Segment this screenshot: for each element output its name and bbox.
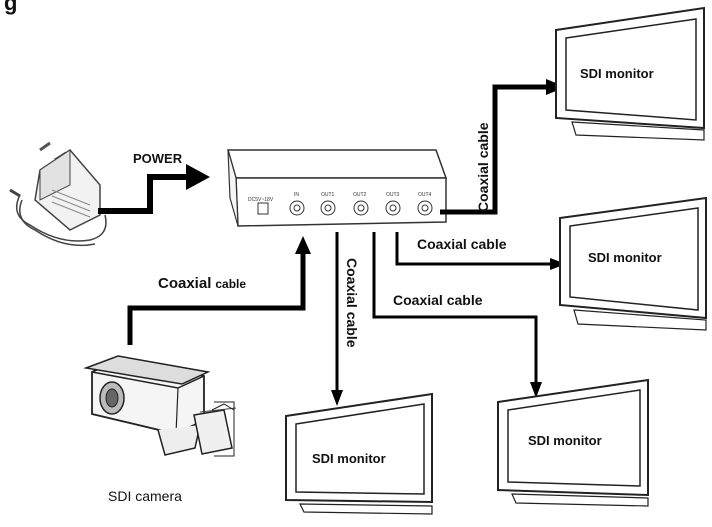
sdi-camera-icon — [83, 355, 237, 457]
out2-arrow-head — [530, 382, 542, 398]
out3-cable-label: Coaxial cable — [417, 236, 507, 252]
sdi-monitor-middle-right: SDI monitor — [559, 196, 707, 331]
sdi-monitor-bottom-center: SDI monitor — [285, 392, 433, 515]
svg-text:OUT4: OUT4 — [418, 192, 432, 198]
power-label: POWER — [133, 151, 183, 166]
port-out1: OUT1 — [320, 192, 336, 216]
sdi-monitor-bottom-right: SDI monitor — [497, 378, 649, 507]
out1-cable-label: Coaxial cable — [344, 258, 360, 348]
svg-text:IN: IN — [294, 192, 299, 198]
power-adapter-icon — [9, 141, 107, 247]
monitor-label: SDI monitor — [580, 66, 654, 81]
sdi-monitor-top-right: SDI monitor — [555, 6, 705, 141]
out2-cable — [372, 232, 538, 384]
out3-cable — [395, 232, 552, 266]
out4-cable — [440, 84, 548, 215]
dc-input-jack — [257, 202, 269, 215]
out3-arrow-head — [550, 258, 566, 270]
port-in: IN — [289, 192, 305, 216]
camera-label: SDI camera — [108, 488, 182, 504]
power-cable-arrow — [98, 174, 194, 214]
camera-cable-arrow-head — [295, 236, 311, 254]
svg-text:OUT3: OUT3 — [386, 192, 400, 198]
monitor-label: SDI monitor — [528, 433, 602, 448]
port-out3: OUT3 — [385, 192, 401, 216]
dc-input-label: DC5V~18V — [248, 197, 274, 203]
monitor-label: SDI monitor — [312, 451, 386, 466]
out2-cable-label: Coaxial cable — [393, 292, 483, 308]
svg-text:OUT2: OUT2 — [353, 192, 367, 198]
svg-text:OUT1: OUT1 — [321, 192, 335, 198]
port-out2: OUT2 — [353, 192, 369, 216]
out1-arrow-head — [331, 390, 343, 406]
heading-fragment: g — [4, 0, 17, 15]
camera-cable — [127, 252, 306, 345]
port-out4: OUT4 — [417, 192, 433, 216]
out4-cable-label: Coaxial cable — [475, 122, 491, 212]
monitor-label: SDI monitor — [588, 250, 662, 265]
power-arrow-head — [186, 164, 210, 190]
sdi-splitter-box: DC5V~18V IN OUT1 OUT2 OUT3 OUT4 — [227, 149, 448, 227]
